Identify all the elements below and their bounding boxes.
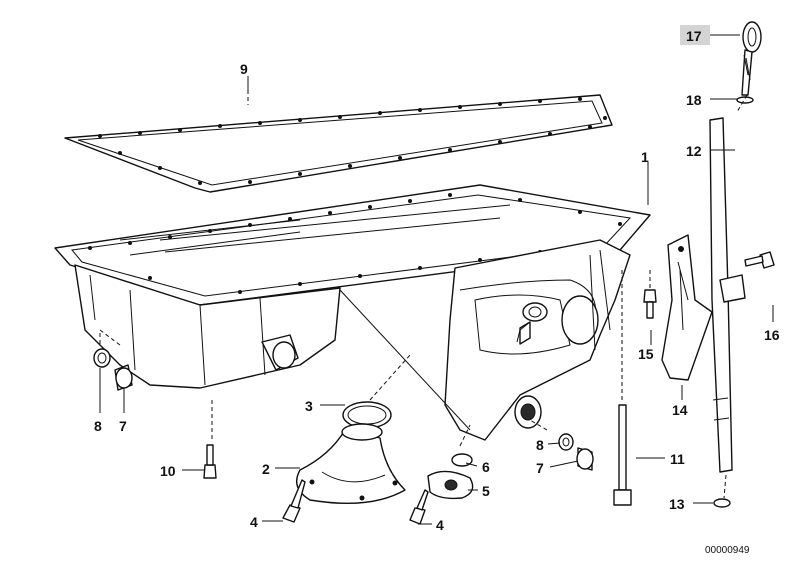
sealing-washer-8-right[interactable] <box>558 433 574 451</box>
callout-9[interactable]: 9 <box>240 61 248 77</box>
callout-17[interactable]: 17 <box>686 28 702 44</box>
leader-lines <box>99 34 774 525</box>
callout-1[interactable]: 1 <box>641 149 649 165</box>
hex-bolt-4-right[interactable] <box>409 489 429 525</box>
assembly-lines <box>99 90 748 499</box>
callout-4-left[interactable]: 4 <box>250 514 258 530</box>
bolt-16[interactable] <box>744 251 775 269</box>
callout-15[interactable]: 15 <box>638 346 654 362</box>
dipstick-guide-tube-12[interactable] <box>709 117 746 473</box>
callout-12[interactable]: 12 <box>686 143 702 159</box>
bolt-15[interactable] <box>643 289 657 319</box>
oil-pickup-cover[interactable] <box>296 423 406 504</box>
drain-plug-7-right[interactable] <box>576 447 594 471</box>
callout-labels: 1 9 12 18 17 16 15 14 11 13 3 2 4 4 5 6 … <box>94 28 780 533</box>
sealing-washer-8-left[interactable] <box>93 348 111 368</box>
callout-3[interactable]: 3 <box>305 398 313 414</box>
callout-8-right[interactable]: 8 <box>536 437 544 453</box>
hex-bolt-4-left[interactable] <box>282 479 306 523</box>
callout-7-right[interactable]: 7 <box>536 460 544 476</box>
long-bolt-11[interactable] <box>613 404 632 506</box>
dipstick-seal-18[interactable] <box>736 96 754 104</box>
bracket-14[interactable] <box>661 234 713 381</box>
callout-5[interactable]: 5 <box>482 483 490 499</box>
callout-16[interactable]: 16 <box>764 327 780 343</box>
oil-pan[interactable] <box>54 184 651 441</box>
drain-plug-7-left[interactable] <box>114 364 133 391</box>
callout-14[interactable]: 14 <box>672 402 688 418</box>
callout-18[interactable]: 18 <box>686 92 702 108</box>
oil-pan-gasket[interactable] <box>64 94 613 193</box>
callout-2[interactable]: 2 <box>262 461 270 477</box>
callout-10[interactable]: 10 <box>160 463 176 479</box>
dipstick-17[interactable] <box>741 21 762 96</box>
hex-bolt-10[interactable] <box>203 444 217 479</box>
tube-o-ring-13[interactable] <box>713 498 731 508</box>
callout-8-left[interactable]: 8 <box>94 418 102 434</box>
callout-7-left[interactable]: 7 <box>119 418 127 434</box>
callout-13[interactable]: 13 <box>669 496 685 512</box>
callout-4-right[interactable]: 4 <box>436 517 444 533</box>
flange-cover[interactable] <box>427 470 474 500</box>
callout-11[interactable]: 11 <box>670 451 685 467</box>
callout-6[interactable]: 6 <box>482 459 490 475</box>
diagram-reference-code: 00000949 <box>705 545 750 556</box>
callout-17-highlight <box>680 25 710 45</box>
